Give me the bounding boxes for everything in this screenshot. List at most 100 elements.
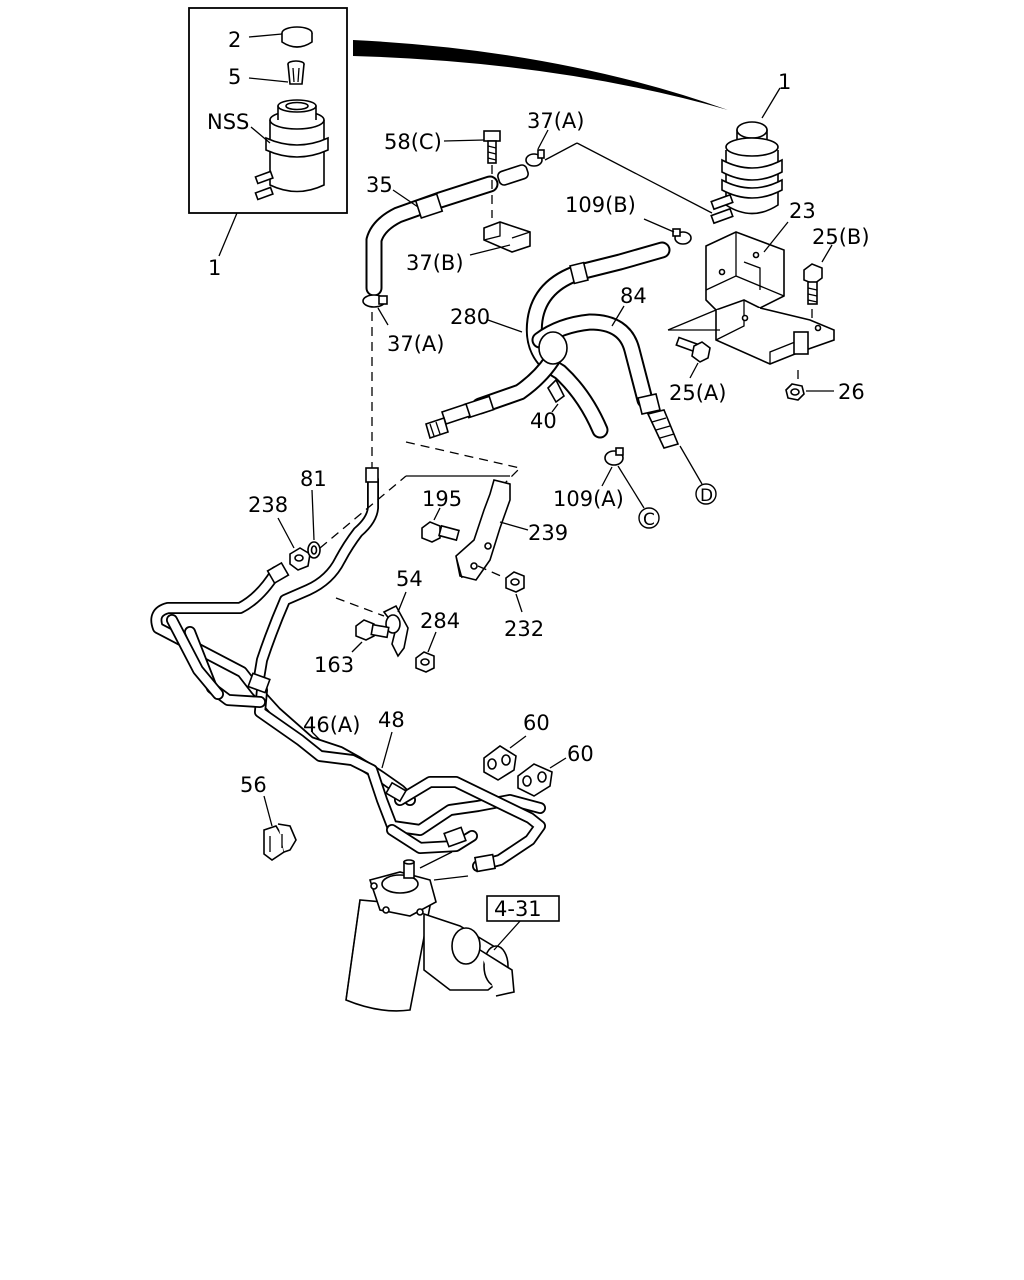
label-25a: 25(A) [669, 381, 726, 405]
leader-25a [689, 362, 699, 379]
leader-54 [397, 591, 407, 613]
bolt-58c [483, 130, 501, 164]
reservoir-cap-part [281, 26, 313, 48]
label-35: 35 [366, 173, 393, 197]
label-195: 195 [422, 487, 462, 511]
leader-23 [763, 221, 789, 253]
label-54: 54 [396, 567, 423, 591]
leader-431 [493, 919, 522, 951]
clip-56 [263, 823, 297, 861]
return-hose-84 [531, 313, 680, 449]
leader-inset-1 [218, 212, 238, 257]
bolt-195 [421, 521, 460, 543]
clamp-37a-mid [362, 294, 388, 308]
reservoir-body-inset [254, 99, 329, 201]
bracket-239 [455, 479, 511, 581]
clamp-109b [672, 228, 692, 245]
leader-2 [248, 33, 283, 38]
bolt-163 [355, 619, 390, 641]
label-23: 23 [789, 199, 816, 223]
label-163: 163 [314, 653, 354, 677]
label-58c: 58(C) [384, 130, 442, 154]
steering-gear-box [345, 859, 515, 1012]
leader-37a-mid [377, 307, 389, 326]
washer-81 [307, 541, 321, 559]
leader-58c [443, 139, 485, 142]
leader-109b [643, 218, 675, 233]
leader-circ-c [617, 465, 645, 509]
label-25b: 25(B) [812, 225, 870, 249]
guide-gear-port [433, 875, 469, 881]
guide-37a-bend [544, 142, 578, 161]
leader-284 [427, 631, 437, 653]
label-280: 280 [450, 305, 490, 329]
leader-nss [250, 126, 271, 144]
leader-163 [351, 641, 363, 653]
label-48: 48 [378, 708, 405, 732]
clamp-40 [547, 378, 566, 404]
label-40: 40 [530, 409, 557, 433]
bolt-25b [803, 263, 823, 305]
leader-280 [487, 319, 523, 333]
label-81: 81 [300, 467, 327, 491]
label-37b: 37(B) [406, 251, 464, 275]
bolt-25a [675, 336, 711, 363]
guide-gear-port2 [419, 851, 453, 869]
label-232: 232 [504, 617, 544, 641]
guide-54 [335, 597, 385, 617]
inset-frame [188, 7, 348, 214]
inset-arrow [353, 40, 728, 110]
nut-238 [289, 547, 311, 571]
leader-84 [611, 305, 625, 327]
callout-d-circle [695, 483, 717, 505]
label-284: 284 [420, 609, 460, 633]
label-nss: NSS [207, 110, 249, 134]
label-238: 238 [248, 493, 288, 517]
leader-25b [821, 244, 833, 263]
leader-60-a [509, 735, 527, 749]
callout-c-circle [638, 507, 660, 529]
leader-40 [551, 403, 559, 413]
leader-109a [601, 466, 613, 487]
reservoir-inset: 2 5 NSS [188, 7, 348, 214]
leader-48 [381, 731, 393, 769]
leader-circ-d [679, 445, 703, 485]
label-60-b: 60 [567, 742, 594, 766]
label-60-a: 60 [523, 711, 550, 735]
leader-81 [311, 489, 315, 541]
leader-res-1 [761, 87, 781, 119]
label-239: 239 [528, 521, 568, 545]
leader-56 [263, 795, 273, 827]
callout-c-label: C [643, 510, 655, 530]
guide-81 [319, 475, 407, 549]
label-56: 56 [240, 773, 267, 797]
leader-37a-top [537, 129, 549, 150]
label-res-1: 1 [778, 70, 791, 94]
leader-238 [277, 517, 295, 549]
leader-37b [469, 244, 511, 256]
leader-232 [515, 593, 523, 613]
label-2: 2 [228, 28, 241, 52]
clamp-60-b [517, 763, 553, 797]
guide-res-37a [576, 142, 713, 214]
leader-5 [248, 77, 289, 83]
leader-46a [311, 731, 321, 741]
callout-d-label: D [700, 486, 713, 506]
label-5: 5 [228, 65, 241, 89]
nut-232 [505, 571, 525, 593]
nut-26 [785, 383, 805, 401]
label-109b: 109(B) [565, 193, 636, 217]
clamp-60-a [483, 745, 517, 781]
label-109a: 109(A) [553, 487, 624, 511]
leader-239 [499, 521, 529, 531]
clamp-37a-top [525, 149, 545, 167]
return-hose-35 [365, 164, 529, 297]
label-84: 84 [620, 284, 647, 308]
reference-box-431[interactable] [486, 895, 560, 922]
bracket-37b [483, 221, 531, 253]
pipe-46a [150, 467, 546, 873]
label-37a-top: 37(A) [527, 109, 584, 133]
clip-54 [382, 604, 409, 658]
clamp-109a [604, 447, 624, 466]
